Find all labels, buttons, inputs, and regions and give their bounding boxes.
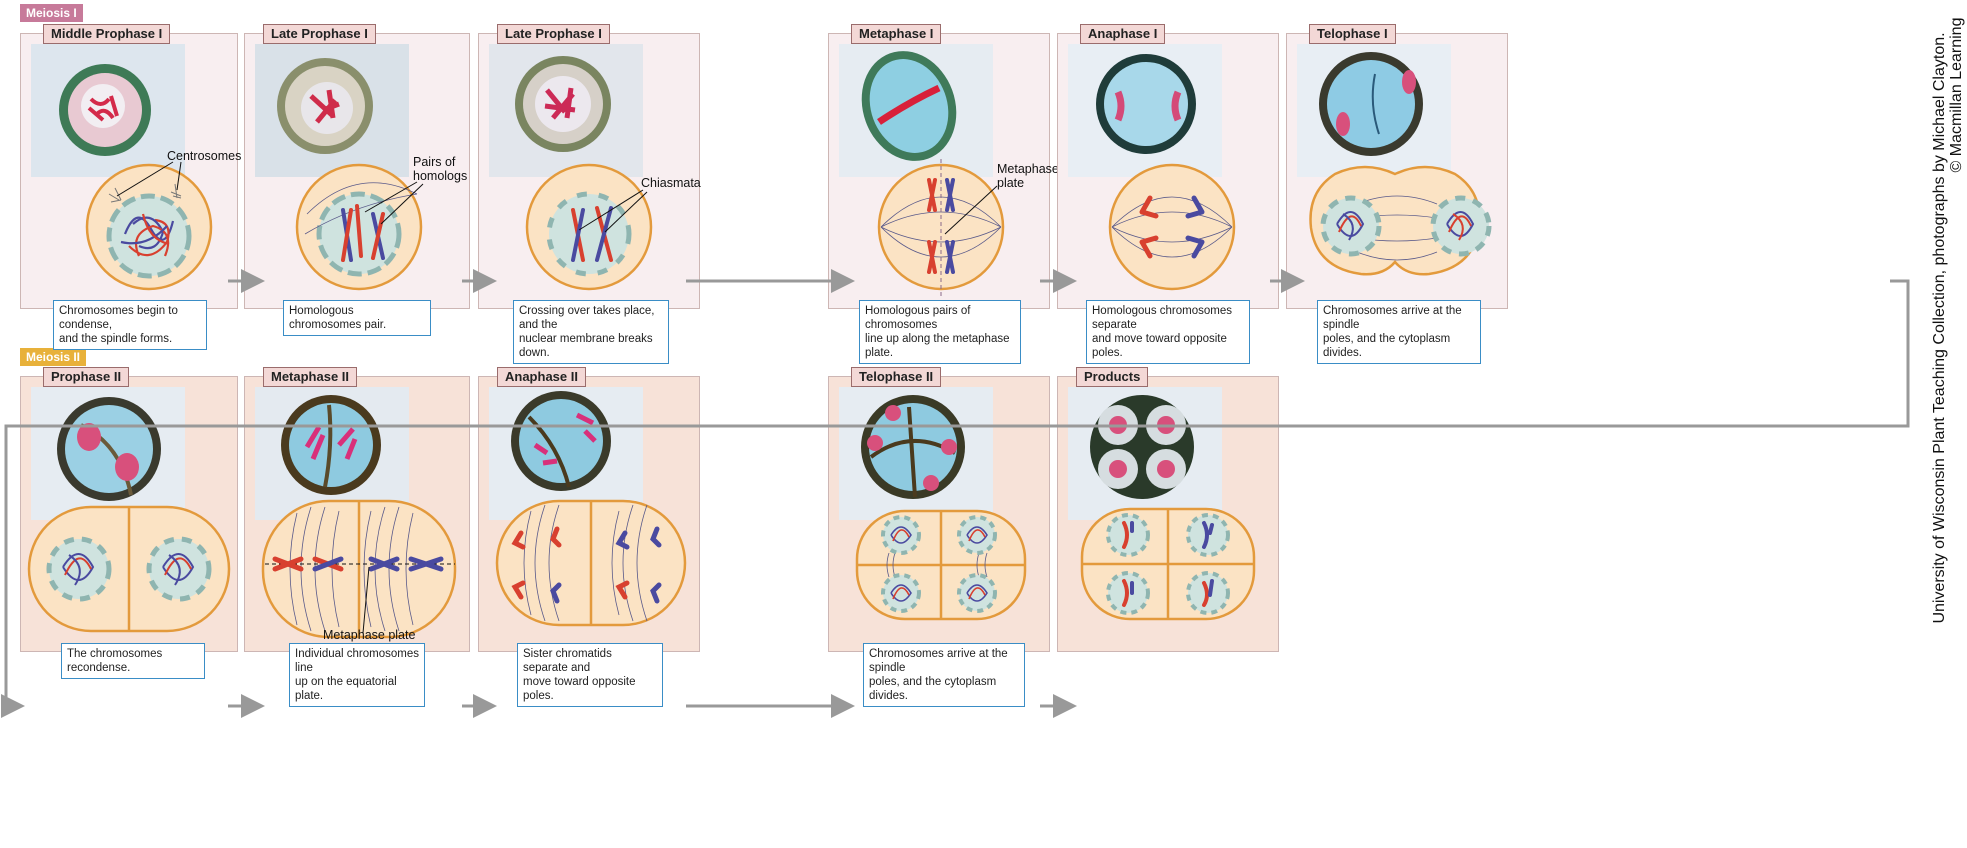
stage-caption: Individual chromosomes line up on the eq… [289, 643, 425, 707]
credit-line-2: © Macmillan Learning [1948, 18, 1965, 173]
micrograph [1068, 44, 1222, 177]
stage-caption: The chromosomes recondense. [61, 643, 205, 679]
caption-line: Chromosomes arrive at the spindle [869, 648, 1008, 674]
stage-label: Late Prophase I [263, 24, 376, 44]
micrograph [1297, 44, 1451, 177]
stage-panel-middle-prophase-1: Middle Prophase I Centrosomes Chrom [20, 24, 241, 350]
caption-line: Homologous chromosomes separate [1092, 305, 1232, 331]
stage-panel-metaphase-2: Metaphase II Metaphase plate [244, 367, 470, 707]
credit-line-1: University of Wisconsin Plant Teaching C… [1931, 32, 1948, 623]
stage-caption: Chromosomes begin to condense, and the s… [53, 300, 207, 350]
stage-panel-prophase-2: Prophase II The chromosomes recondense. [20, 367, 238, 679]
caption-line: and the spindle forms. [59, 333, 173, 345]
caption-line: line up along the metaphase plate. [865, 333, 1010, 359]
stage-caption: Homologous pairs of chromosomes line up … [859, 300, 1021, 364]
stage-label: Late Prophase I [497, 24, 610, 44]
caption-line: nuclear membrane breaks down. [519, 333, 653, 359]
stage-caption: Sister chromatids separate and move towa… [517, 643, 663, 707]
cell-diagram [855, 509, 1027, 621]
stage-panel-telophase-1: Telophase I Chromosomes arrive at the sp… [1286, 24, 1508, 364]
stage-panel-products: Products [1057, 367, 1279, 652]
stage-label: Anaphase I [1080, 24, 1166, 44]
cell-diagram [1080, 507, 1256, 621]
caption-line: Homologous chromosomes pair. [289, 305, 387, 331]
cell-diagram [27, 505, 231, 633]
caption-line: Chromosomes begin to condense, [59, 305, 178, 331]
caption-line: poles, and the cytoplasm divides. [1323, 333, 1451, 359]
caption-line: up on the equatorial plate. [295, 676, 397, 702]
stage-caption: Homologous chromosomes separate and move… [1086, 300, 1250, 364]
stage-panel-late-prophase-1b: Late Prophase I Chiasmata Crossing over … [478, 24, 701, 364]
stage-panel-anaphase-1: Anaphase I Homologous chromosomes separa… [1057, 24, 1279, 364]
meiosis-1-tag: Meiosis I [20, 4, 83, 22]
stage-panel-telophase-2: Telophase II Chromosomes arrive at the s… [828, 367, 1050, 707]
meiosis-2-tag: Meiosis II [20, 348, 87, 366]
cell-diagram: Metaphase plate [261, 499, 457, 642]
cell-diagram [1108, 163, 1236, 291]
metaphase-plate-label: Metaphase plate [323, 628, 415, 642]
stage-caption: Chromosomes arrive at the spindle poles,… [863, 643, 1025, 707]
cell-diagram [495, 499, 687, 627]
caption-line: Individual chromosomes line [295, 648, 420, 674]
cell-diagram: Chiasmata [525, 163, 701, 291]
caption-line: Sister chromatids separate and [523, 648, 612, 674]
caption-line: Crossing over takes place, and the [519, 305, 655, 331]
stage-caption: Crossing over takes place, and the nucle… [513, 300, 669, 364]
centrosomes-label: Centrosomes [167, 149, 241, 163]
caption-line: The chromosomes recondense. [67, 648, 163, 674]
stage-panel-anaphase-2: Anaphase II Sister chromatids separate a… [478, 367, 700, 707]
caption-line: Homologous pairs of chromosomes [865, 305, 971, 331]
cell-diagram [1309, 165, 1492, 276]
caption-line: move toward opposite poles. [523, 676, 636, 702]
stage-caption: Homologous chromosomes pair. [283, 300, 431, 336]
caption-line: poles, and the cytoplasm divides. [869, 676, 997, 702]
micrograph [31, 44, 185, 177]
caption-line: Chromosomes arrive at the spindle [1323, 305, 1462, 331]
micrograph [255, 44, 409, 177]
chiasmata-label: Chiasmata [641, 176, 701, 190]
stage-label: Metaphase I [851, 24, 942, 44]
caption-line: and move toward opposite poles. [1092, 333, 1227, 359]
micrograph [839, 44, 993, 177]
cell-diagram: Centrosomes [85, 149, 241, 291]
stage-caption: Chromosomes arrive at the spindle poles,… [1317, 300, 1481, 364]
stage-label: Telophase I [1309, 24, 1396, 44]
stage-label: Middle Prophase I [43, 24, 171, 44]
micrograph [489, 44, 643, 177]
